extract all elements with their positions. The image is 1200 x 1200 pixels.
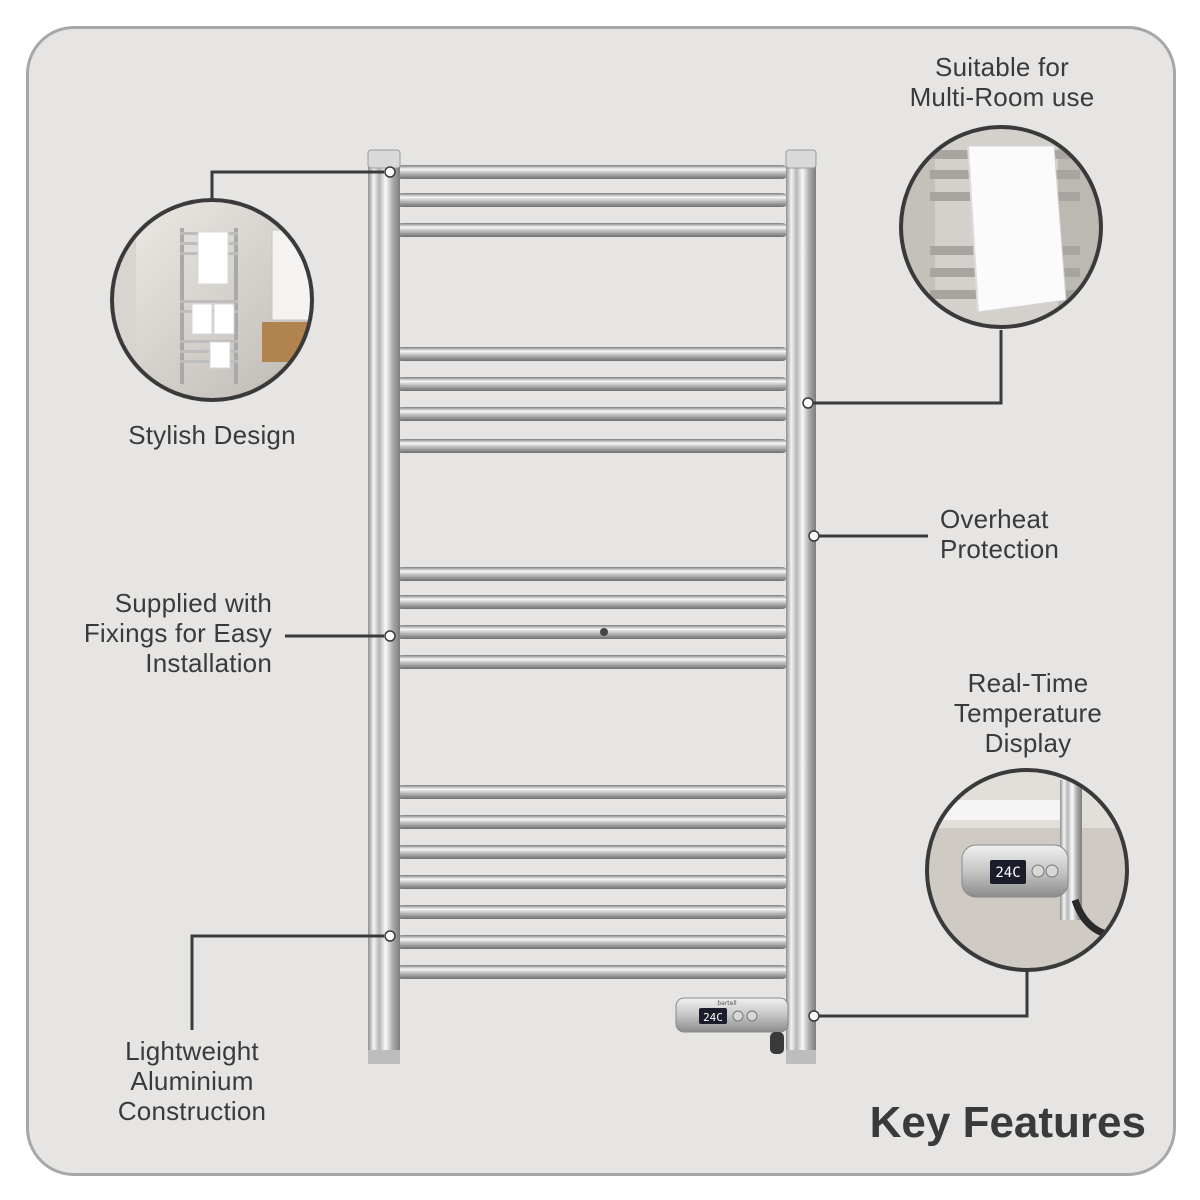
label-overheat: Overheat Protection [940,504,1060,564]
right-upright [786,152,816,1064]
label-multi-room: Suitable for Multi-Room use [909,52,1095,112]
left-upright-cap [367,149,401,169]
towel-rail-bar [396,407,788,421]
callout-line-lightweight [190,934,384,1030]
power-button-icon[interactable] [732,1010,744,1022]
callout-dot-fixings [384,630,396,642]
controller-display: 24C [703,1011,723,1024]
towel-rail-bar [396,165,788,179]
rail-center-mark [600,628,608,636]
stylish-design-photo [110,198,314,402]
controller-brand: bartell [717,1000,737,1007]
mode-button-icon[interactable] [746,1010,758,1022]
towel-rail-bar [396,439,788,453]
towel-rail-bar [396,905,788,919]
callout-line-multiroom [805,330,1003,405]
callout-lines [190,170,1029,1030]
towel-rail-bar [396,655,788,669]
callout-dot-multiroom [802,397,814,409]
towel-rail-bar [396,875,788,889]
closeup-power-icon [1031,864,1045,878]
towel-rail-bar [396,567,788,581]
towel-rail-bar [396,625,788,639]
page-title: Key Features [869,1098,1146,1147]
left-upright [368,152,400,1064]
towel-rail-bar [396,815,788,829]
label-lightweight: Lightweight Aluminium Construction [117,1036,267,1126]
closeup-display: 24C [995,865,1020,881]
towel-rail-bar [396,347,788,361]
left-upright-foot [368,1050,400,1064]
multi-room-photo [899,125,1103,329]
callout-dot-stylish [384,166,396,178]
callout-dot-overheat [808,530,820,542]
closeup-mode-icon [1045,864,1059,878]
towel-rail-bar [396,193,788,207]
towel-rail-bar [396,785,788,799]
right-upright-cap [785,149,817,169]
temperature-display-photo: 24C [925,768,1129,972]
right-upright-foot [786,1050,816,1064]
callout-dot-temperature [808,1010,820,1022]
towel-rail-bar [396,965,788,979]
label-temperature: Real-Time Temperature Display [953,668,1103,758]
label-stylish-design: Stylish Design [128,420,296,450]
callout-line-stylish [210,170,384,200]
label-fixings: Supplied with Fixings for Easy Installat… [83,588,272,678]
towel-rail-bar [396,223,788,237]
towel-rail-bars [396,165,788,979]
callout-dot-lightweight [384,930,396,942]
heating-controller: 24C bartell [675,997,789,1054]
towel-rail-bar [396,845,788,859]
towel-rail-bar [396,935,788,949]
towel-rail-bar [396,595,788,609]
towel-rail-bar [396,377,788,391]
callout-line-temperature [812,970,1029,1018]
